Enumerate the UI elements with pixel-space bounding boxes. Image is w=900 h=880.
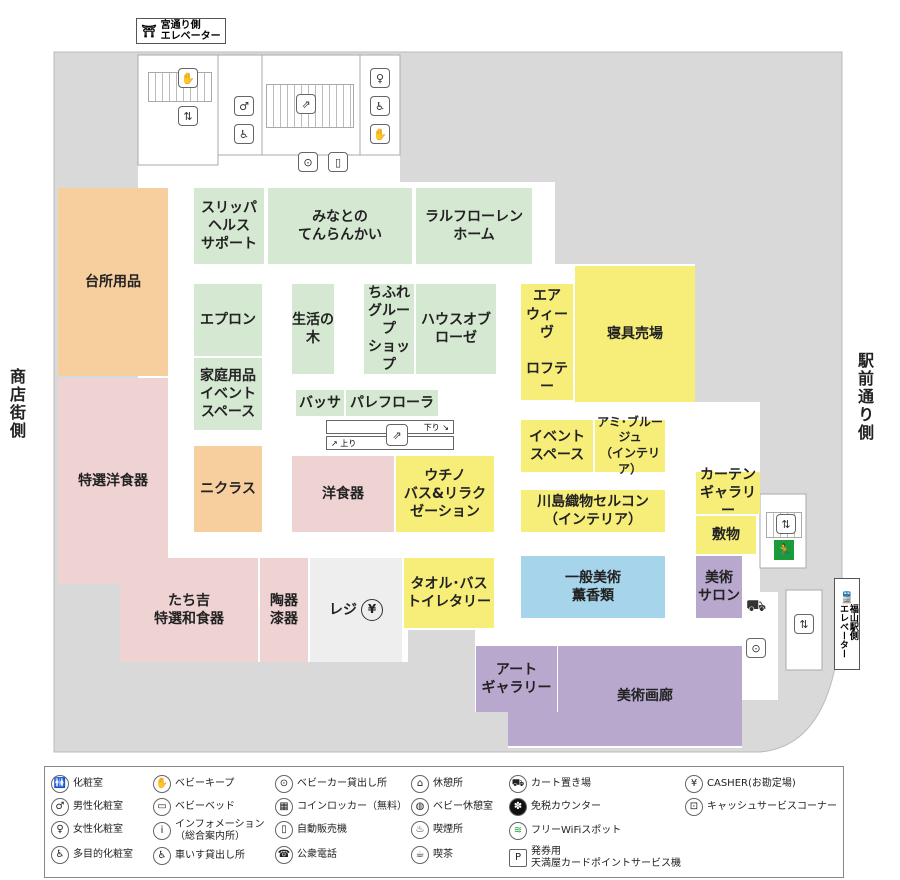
- female-restroom-icon: ♀: [370, 68, 390, 88]
- train-icon: 🚆: [840, 590, 854, 604]
- area-ralph[interactable]: ラルフローレン ホーム: [416, 188, 532, 264]
- legend-item: ⊡キャッシュサービスコーナー: [685, 798, 837, 816]
- baby-keep-icon: ✋: [178, 68, 198, 88]
- area-bijutsu[interactable]: 一般美術 薫香類: [521, 556, 665, 618]
- area-ami[interactable]: アミ･ブルージュ （インテリア）: [595, 415, 665, 476]
- cafe-icon: ☕: [411, 846, 429, 864]
- area-air[interactable]: エア ウィーヴ ロフテー: [521, 284, 573, 400]
- cart-icon: ⛟: [509, 775, 527, 793]
- right-elevator-label: 🚆 福山駅側 エレベーター: [834, 578, 860, 670]
- area-tokusen[interactable]: 特選洋食器: [58, 378, 168, 584]
- legend-item: ✋ベビーキープ: [153, 775, 234, 793]
- elevator-icon-right: ⇅: [776, 514, 796, 534]
- legend-item: ⛟カート置き場: [509, 775, 591, 793]
- area-pare[interactable]: パレフローラ: [346, 390, 438, 416]
- area-seikatsu[interactable]: 生活の木: [292, 284, 334, 374]
- area-katei[interactable]: 家庭用品 イベント スペース: [194, 358, 262, 430]
- public-phone-icon: ☎: [275, 846, 293, 864]
- cart-icon: ⛟: [745, 595, 767, 616]
- arrow-down-icon: ↘: [439, 422, 449, 432]
- legend-item: ♀女性化粧室: [51, 821, 123, 839]
- legend-item: ♂男性化粧室: [51, 798, 123, 816]
- legend-item: ☕喫茶: [411, 846, 453, 864]
- top-elevator-label: ⛩ 宮通り側 エレベーター: [136, 18, 226, 44]
- area-towel[interactable]: タオル･バス トイレタリー: [404, 558, 494, 628]
- legend-item: ♿車いす貸出し所: [153, 847, 245, 865]
- torii-icon: ⛩: [141, 24, 157, 38]
- elevator-icon: ⇅: [178, 106, 198, 126]
- area-shikimono[interactable]: 敷物: [696, 516, 756, 554]
- escalator-icon: ⇗: [386, 424, 408, 446]
- area-curtain[interactable]: カーテン ギャラリー: [696, 467, 760, 519]
- wheelchair-icon: ♿: [153, 847, 171, 865]
- legend-item: ≋フリーWiFiスポット: [509, 822, 621, 840]
- legend-item: 🚻化粧室: [51, 775, 103, 793]
- coin-locker-icon: ▦: [275, 798, 293, 816]
- yen-icon: ¥: [361, 599, 383, 621]
- baby-keep-icon-2: ✋: [370, 124, 390, 144]
- legend-item: ☎公衆電話: [275, 846, 337, 864]
- area-bassa[interactable]: バッサ: [296, 390, 344, 416]
- arrow-up-icon: ↗: [331, 438, 341, 448]
- area-uchino[interactable]: ウチノ バス&リラク ゼーション: [396, 456, 494, 532]
- legend-panel: 🚻化粧室 ♂男性化粧室 ♀女性化粧室 ♿多目的化粧室 ✋ベビーキープ ▭ベビーベ…: [44, 766, 844, 878]
- stroller-icon: ⊙: [298, 152, 318, 172]
- stroller-icon: ⊙: [275, 775, 293, 793]
- area-house[interactable]: ハウスオブ ローゼ: [416, 284, 496, 374]
- multipurpose-restroom-icon: ♿: [234, 124, 254, 144]
- rest-area-icon: ⌂: [411, 775, 429, 793]
- legend-item: ⊙ベビーカー貸出し所: [275, 775, 387, 793]
- emergency-exit-icon: 🏃: [774, 540, 794, 560]
- area-yoshokki[interactable]: 洋食器: [292, 456, 394, 532]
- escalator-up-icon: ⇗: [296, 94, 316, 114]
- area-minato[interactable]: みなとの てんらんかい: [268, 188, 412, 264]
- area-kitchen[interactable]: 台所用品: [58, 188, 168, 376]
- area-chifure[interactable]: ちふれ グループ ショップ: [364, 284, 414, 374]
- area-bedding[interactable]: 寝具売場: [575, 266, 695, 402]
- legend-item: ◍ベビー休憩室: [411, 798, 493, 816]
- stroller-icon-right: ⊙: [746, 638, 766, 658]
- legend-item: ¥CASHER(お勘定場): [685, 775, 796, 793]
- side-label-left: 商店街側: [7, 368, 26, 440]
- elevator-icon-right-2: ⇅: [794, 614, 814, 634]
- casher-icon: ¥: [685, 775, 703, 793]
- legend-item: ♿多目的化粧室: [51, 846, 133, 864]
- legend-item: ▦コインロッカー（無料）: [275, 798, 407, 816]
- area-art-overlay[interactable]: アート ギャラリー: [476, 646, 558, 712]
- area-kawashima[interactable]: 川島織物セルコン （インテリア）: [521, 490, 665, 532]
- restroom-icon: 🚻: [51, 775, 69, 793]
- vending-machine-icon: ▯: [328, 152, 348, 172]
- parking-ticket-icon: P: [509, 848, 527, 867]
- legend-item: ▭ベビーベッド: [153, 798, 235, 816]
- area-tachikichi[interactable]: たち吉 特選和食器: [120, 558, 258, 662]
- baby-keep-icon: ✋: [153, 775, 171, 793]
- multipurpose-restroom-icon-2: ♿: [370, 96, 390, 116]
- area-salon[interactable]: 美術 サロン: [696, 556, 742, 618]
- area-nikuras[interactable]: ニクラス: [194, 446, 262, 532]
- female-restroom-icon: ♀: [51, 821, 69, 839]
- information-icon: i: [153, 821, 171, 840]
- male-restroom-icon: ♂: [51, 798, 69, 816]
- baby-bed-icon: ▭: [153, 798, 171, 816]
- multipurpose-restroom-icon: ♿: [51, 846, 69, 864]
- male-restroom-icon: ♂: [234, 96, 254, 116]
- side-label-right: 駅前通り側: [855, 352, 874, 442]
- area-apron[interactable]: エプロン: [194, 284, 262, 356]
- legend-item: ⌂休憩所: [411, 775, 463, 793]
- vending-machine-icon: ▯: [275, 821, 293, 839]
- area-event[interactable]: イベント スペース: [521, 420, 593, 472]
- smoking-icon: ♨: [411, 821, 429, 839]
- area-register[interactable]: レジ ¥: [310, 558, 402, 662]
- area-slipper[interactable]: スリッパ ヘルス サポート: [194, 188, 264, 264]
- baby-rest-icon: ◍: [411, 798, 429, 816]
- wifi-icon: ≋: [509, 822, 527, 840]
- legend-item: ✽免税カウンター: [509, 798, 601, 816]
- area-touki[interactable]: 陶器 漆器: [260, 558, 308, 662]
- legend-item: ▯自動販売機: [275, 821, 347, 839]
- tax-free-icon: ✽: [509, 798, 527, 816]
- cash-service-icon: ⊡: [685, 798, 703, 816]
- legend-item: ♨喫煙所: [411, 821, 463, 839]
